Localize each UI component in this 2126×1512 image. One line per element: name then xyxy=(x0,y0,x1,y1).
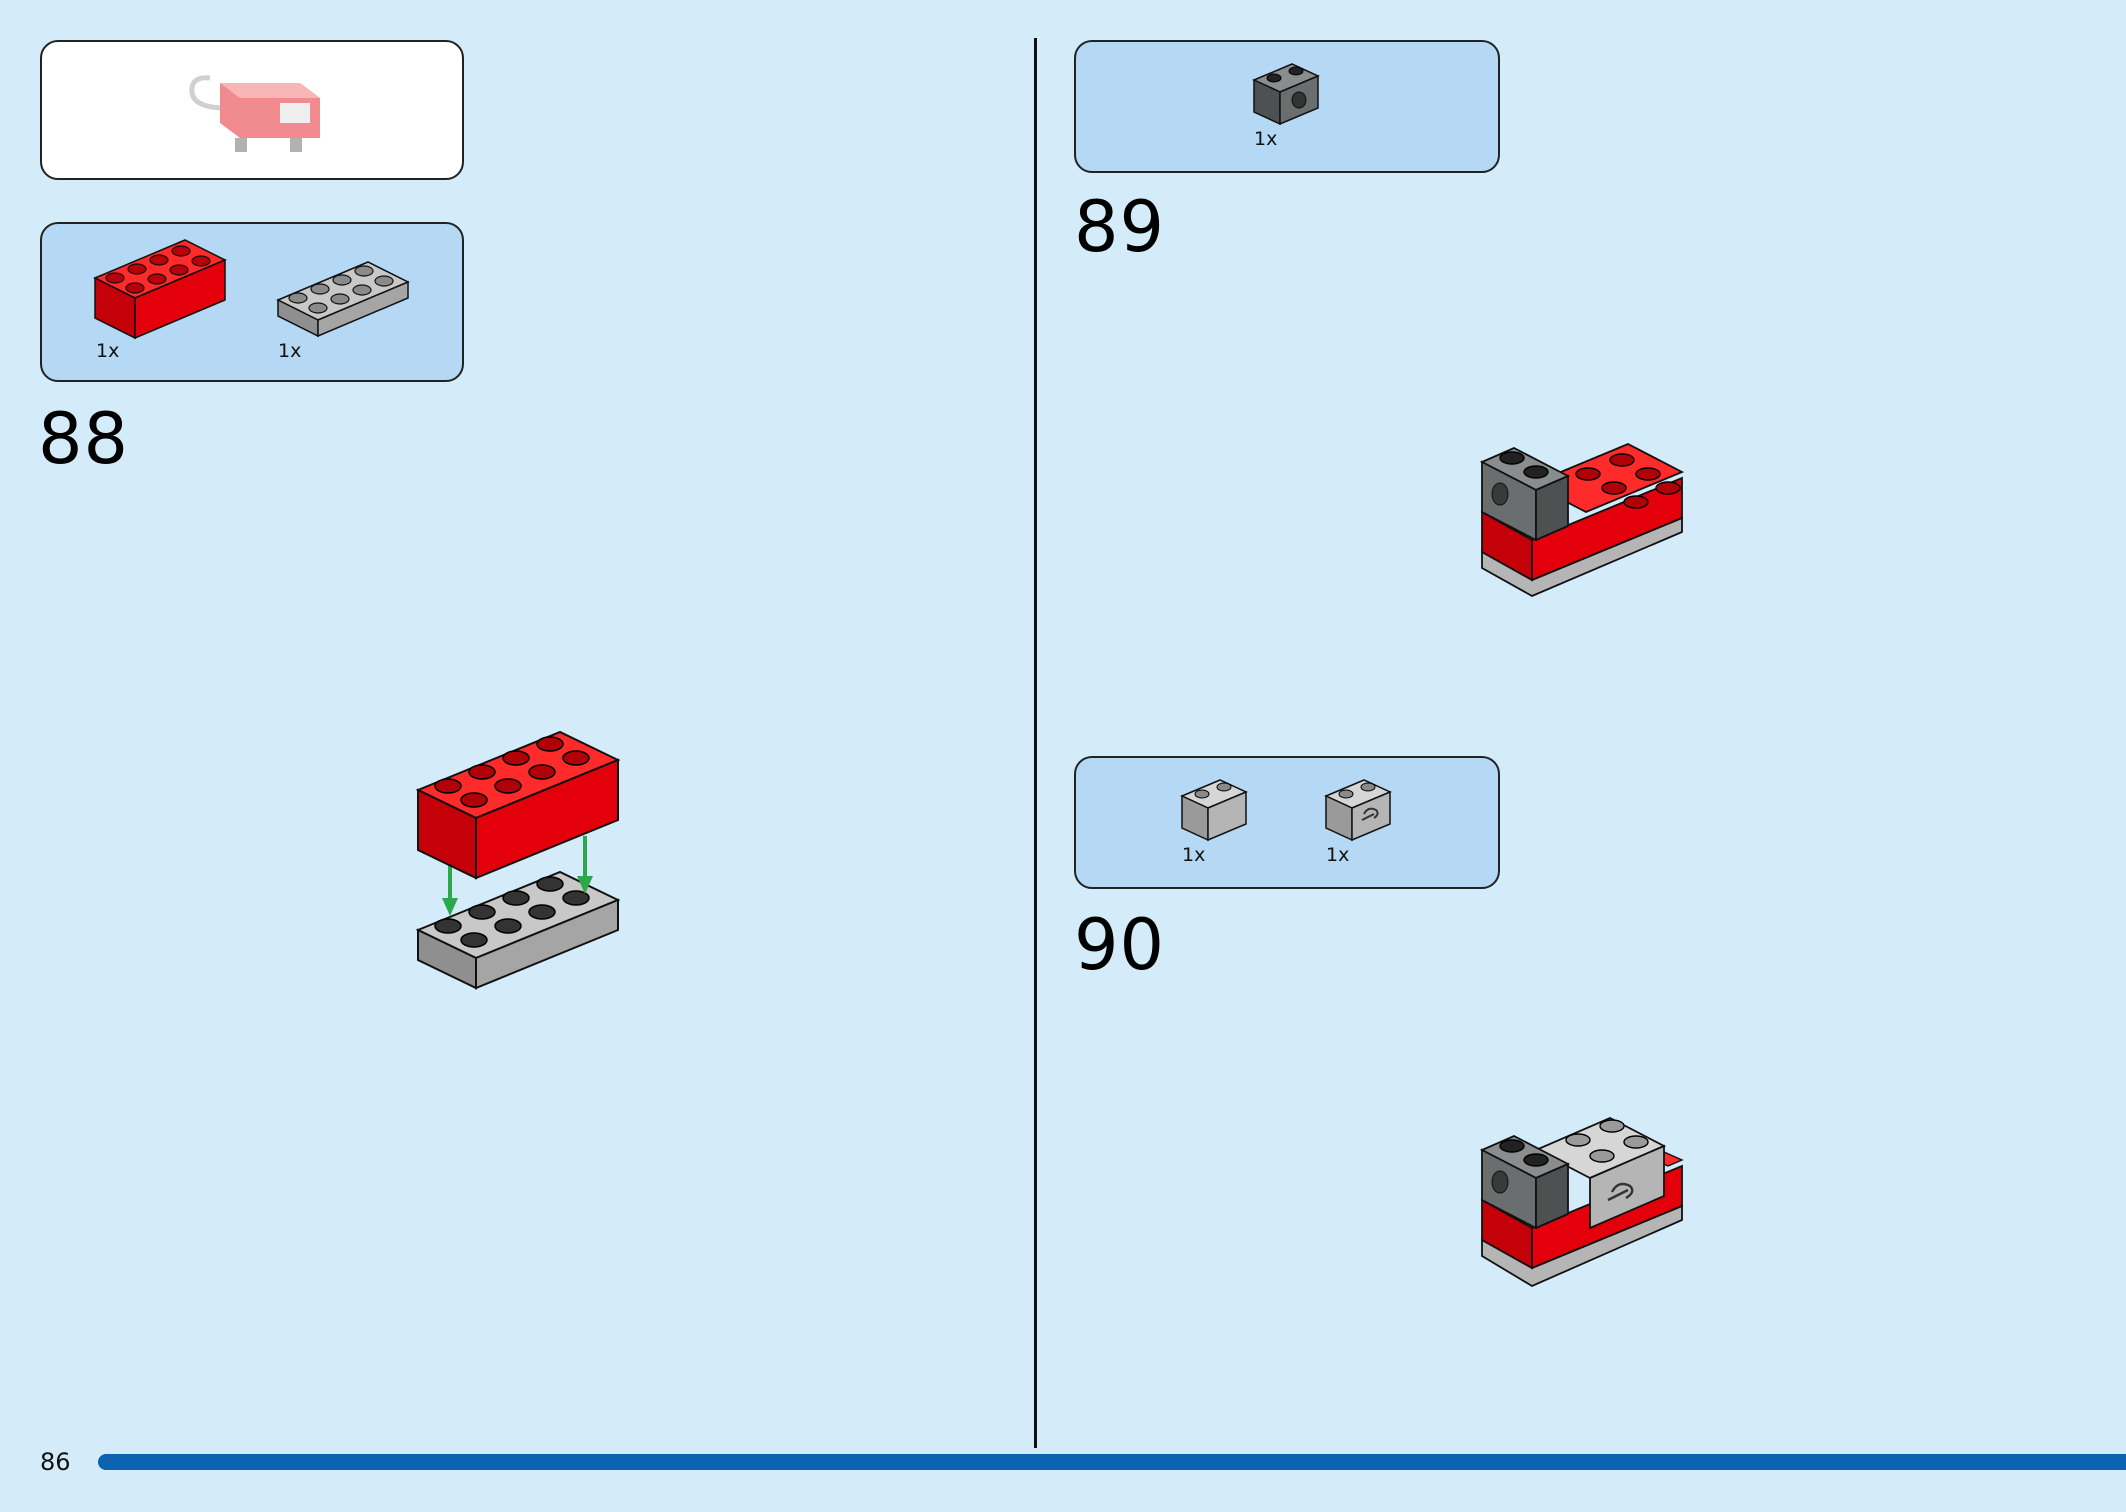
step-88-assembly-image xyxy=(415,730,621,990)
step-89-part-1-qty: 1x xyxy=(1254,128,1278,150)
step-88-part-2-qty: 1x xyxy=(278,340,302,362)
gray-brick-1x2-part-image xyxy=(1180,779,1248,842)
step-90-parts-box xyxy=(1074,756,1500,889)
subassembly-preview-image xyxy=(189,75,320,152)
step-89-number: 89 xyxy=(1074,186,1166,268)
dark-gray-technic-brick-part-image xyxy=(1252,63,1320,126)
red-brick-2x4-part-image xyxy=(93,239,227,340)
gray-plate-2x4-part-image xyxy=(276,261,410,338)
step-90-number: 90 xyxy=(1074,904,1166,986)
gray-brick-clip-part-image xyxy=(1324,779,1392,842)
step-90-part-2-qty: 1x xyxy=(1326,844,1350,866)
step-89-assembly-image xyxy=(1479,443,1685,598)
page-divider xyxy=(1034,38,1037,1448)
step-90-assembly-image xyxy=(1479,1117,1684,1288)
step-88-number: 88 xyxy=(38,398,130,480)
step-88-part-1-qty: 1x xyxy=(96,340,120,362)
page-progress-bar xyxy=(98,1454,2126,1470)
page-number: 86 xyxy=(40,1448,71,1476)
step-90-part-1-qty: 1x xyxy=(1182,844,1206,866)
subassembly-preview-box xyxy=(40,40,464,180)
